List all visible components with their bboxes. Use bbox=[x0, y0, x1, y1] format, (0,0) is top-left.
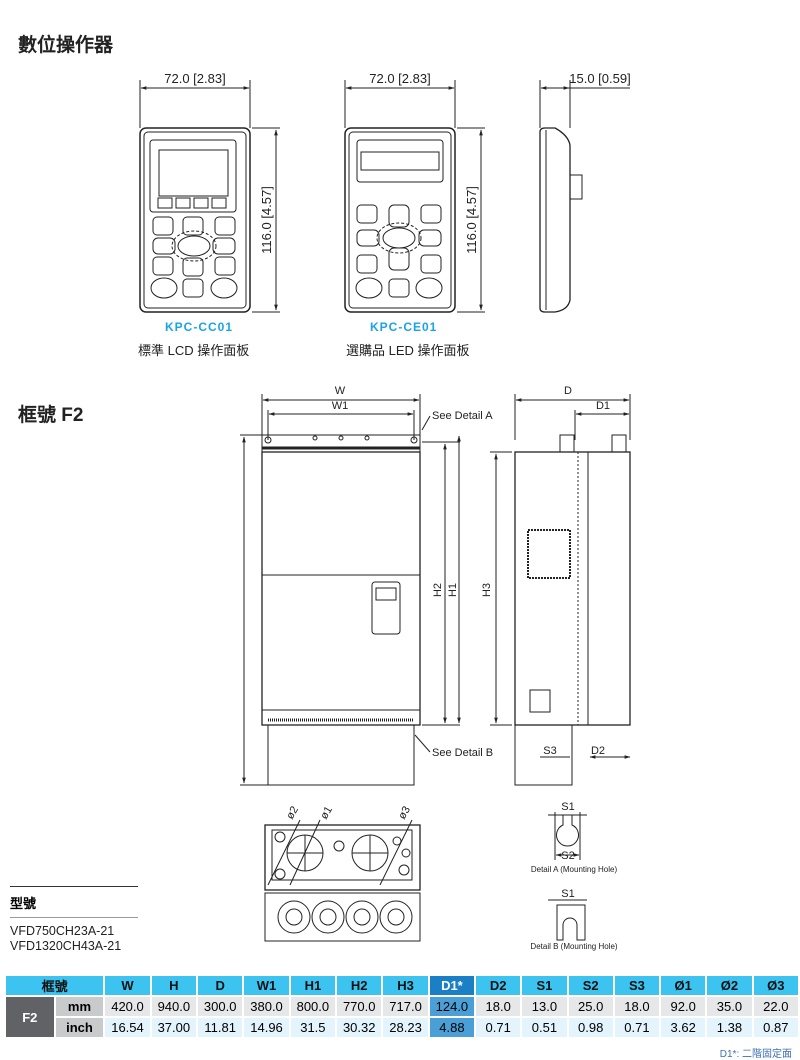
frame-drawings: W W1 See Detail A See Detail B D D1 H2 H… bbox=[240, 385, 631, 951]
keypad2-desc: 選購品 LED 操作面板 bbox=[346, 343, 470, 358]
header-cell: D1* bbox=[429, 976, 475, 995]
model-list: 型號 VFD750CH23A-21 VFD1320CH43A-21 bbox=[10, 886, 138, 954]
value-cell: 420.0 bbox=[105, 997, 150, 1016]
label-d2: D2 bbox=[591, 745, 605, 757]
label-h3: H3 bbox=[481, 583, 493, 597]
value-cell: 25.0 bbox=[568, 997, 613, 1016]
model-item: VFD1320CH43A-21 bbox=[10, 939, 122, 953]
label-detail-a-s2: S2 bbox=[561, 850, 574, 862]
header-cell: W1 bbox=[244, 976, 289, 995]
keypad-cc01-drawing bbox=[139, 80, 280, 313]
label-detail-b-s1: S1 bbox=[561, 888, 574, 900]
label-h1: H1 bbox=[447, 583, 459, 597]
keypad2-width-dim: 72.0 [2.83] bbox=[369, 71, 430, 86]
value-cell: 4.88 bbox=[429, 1018, 475, 1037]
value-cell: 0.71 bbox=[476, 1018, 521, 1037]
unit-cell: inch bbox=[55, 1018, 104, 1037]
value-cell: 3.62 bbox=[661, 1018, 706, 1037]
value-cell: 717.0 bbox=[383, 997, 428, 1016]
header-cell: H3 bbox=[383, 976, 428, 995]
header-cell: S1 bbox=[522, 976, 567, 995]
keypad2-height-dim: 116.0 [4.57] bbox=[464, 186, 479, 254]
label-w: W bbox=[335, 385, 346, 397]
keypad1-height-dim: 116.0 [4.57] bbox=[259, 186, 274, 254]
keypad1-code: KPC-CC01 bbox=[165, 320, 234, 334]
header-cell: Ø3 bbox=[753, 976, 798, 995]
keypad1-desc: 標準 LCD 操作面板 bbox=[138, 343, 250, 358]
bottom-view-drawing bbox=[264, 819, 421, 942]
label-s3: S3 bbox=[543, 745, 556, 757]
value-cell: 770.0 bbox=[337, 997, 382, 1016]
keypad-drawings: 72.0 [2.83] 72.0 [2.83] 15.0 [0.59] 116.… bbox=[139, 71, 631, 313]
detail-b-drawing bbox=[548, 899, 587, 941]
value-cell: 37.00 bbox=[151, 1018, 197, 1037]
unit-cell: mm bbox=[55, 997, 104, 1016]
label-phi3: ø3 bbox=[396, 804, 413, 821]
front-view-drawing bbox=[240, 394, 461, 786]
value-cell: 0.51 bbox=[522, 1018, 567, 1037]
header-cell: D bbox=[198, 976, 243, 995]
keypad-section-title: 數位操作器 bbox=[18, 35, 114, 56]
header-cell: D2 bbox=[476, 976, 521, 995]
keypad1-width-dim: 72.0 [2.83] bbox=[164, 71, 225, 86]
keypad2-code: KPC-CE01 bbox=[370, 320, 438, 334]
value-cell: 14.96 bbox=[244, 1018, 289, 1037]
model-label: 型號 bbox=[10, 886, 138, 918]
value-cell: 28.23 bbox=[383, 1018, 428, 1037]
value-cell: 30.32 bbox=[337, 1018, 382, 1037]
label-see-detail-a: See Detail A bbox=[432, 410, 493, 422]
label-phi1: ø1 bbox=[318, 804, 335, 821]
label-see-detail-b: See Detail B bbox=[432, 747, 493, 759]
label-detail-a-s1: S1 bbox=[561, 801, 574, 813]
value-cell: 0.71 bbox=[614, 1018, 660, 1037]
value-cell: 16.54 bbox=[105, 1018, 150, 1037]
value-cell: 11.81 bbox=[198, 1018, 243, 1037]
label-d1: D1 bbox=[596, 400, 610, 412]
frame-cell: F2 bbox=[6, 997, 54, 1037]
value-cell: 380.0 bbox=[244, 997, 289, 1016]
value-cell: 800.0 bbox=[290, 997, 336, 1016]
value-cell: 0.98 bbox=[568, 1018, 613, 1037]
value-cell: 13.0 bbox=[522, 997, 567, 1016]
keypad-side-drawing bbox=[539, 80, 630, 313]
value-cell: 92.0 bbox=[661, 997, 706, 1016]
value-cell: 18.0 bbox=[614, 997, 660, 1016]
header-cell: H bbox=[151, 976, 197, 995]
value-cell: 940.0 bbox=[151, 997, 197, 1016]
table-footnote: D1*: 二階固定面 bbox=[719, 1049, 792, 1060]
label-d: D bbox=[564, 385, 572, 397]
label-detail-b: Detail B (Mounting Hole) bbox=[530, 942, 617, 951]
value-cell: 31.5 bbox=[290, 1018, 336, 1037]
value-cell: 300.0 bbox=[198, 997, 243, 1016]
header-cell: H2 bbox=[337, 976, 382, 995]
header-frame: 框號 bbox=[6, 976, 104, 995]
value-cell: 22.0 bbox=[753, 997, 798, 1016]
value-cell: 124.0 bbox=[429, 997, 475, 1016]
label-phi2: ø2 bbox=[284, 804, 301, 821]
header-cell: S2 bbox=[568, 976, 613, 995]
header-cell: S3 bbox=[614, 976, 660, 995]
value-cell: 35.0 bbox=[707, 997, 752, 1016]
frame-section-title: 框號 F2 bbox=[18, 405, 84, 426]
detail-a-drawing bbox=[548, 812, 587, 860]
value-cell: 0.87 bbox=[753, 1018, 798, 1037]
value-cell: 1.38 bbox=[707, 1018, 752, 1037]
value-cell: 18.0 bbox=[476, 997, 521, 1016]
keypad-depth-dim: 15.0 [0.59] bbox=[569, 71, 630, 86]
header-cell: H1 bbox=[290, 976, 336, 995]
header-cell: W bbox=[105, 976, 150, 995]
header-cell: Ø2 bbox=[707, 976, 752, 995]
model-item: VFD750CH23A-21 bbox=[10, 924, 115, 938]
label-w1: W1 bbox=[332, 400, 349, 412]
label-h2: H2 bbox=[432, 583, 444, 597]
keypad-ce01-drawing bbox=[344, 80, 485, 313]
side-view-drawing bbox=[490, 394, 631, 786]
label-detail-a: Detail A (Mounting Hole) bbox=[531, 865, 618, 874]
header-cell: Ø1 bbox=[661, 976, 706, 995]
